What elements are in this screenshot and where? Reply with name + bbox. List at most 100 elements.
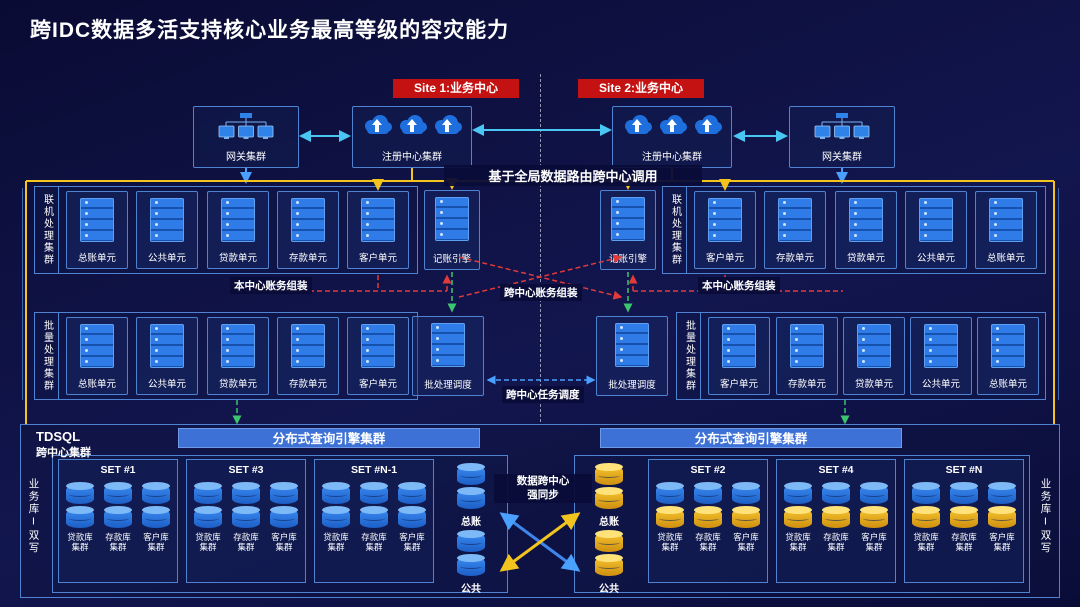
site2-badge: Site 2:业务中心: [578, 79, 704, 98]
database-icon: [595, 487, 623, 509]
server-icon: [150, 198, 184, 242]
database-icon: [694, 482, 722, 504]
database-icon: [66, 482, 94, 504]
left-bracket-line: [22, 188, 23, 400]
database-icon: [457, 554, 485, 576]
dual-write-right-label: 业务库I双写: [1039, 478, 1052, 555]
database-icon: [988, 506, 1016, 528]
accounting-engine-left: 记账引擎: [424, 190, 480, 270]
server-icon: [991, 324, 1025, 368]
server-icon: [924, 324, 958, 368]
database-icon: [104, 482, 132, 504]
database-icon: [142, 482, 170, 504]
gateway-cluster-right: 网关集群: [789, 106, 895, 168]
unit-customer: 客户单元: [694, 191, 756, 269]
server-icon: [431, 323, 465, 367]
database-icon: [950, 482, 978, 504]
set-box-n1: SET #N-1 贷款库集群 存款库集群 客户库集群: [314, 459, 434, 583]
unit-ledger: 总账单元: [977, 317, 1039, 395]
database-icon: [988, 482, 1016, 504]
unit-ledger: 总账单元: [66, 317, 128, 395]
database-icon: [694, 506, 722, 528]
database-icon: [950, 506, 978, 528]
server-icon: [291, 324, 325, 368]
server-icon: [361, 198, 395, 242]
unit-loan: 贷款单元: [843, 317, 905, 395]
database-icon: [270, 506, 298, 528]
unit-public: 公共单元: [905, 191, 967, 269]
database-icon: [912, 482, 940, 504]
local-assembly-label-left: 本中心账务组装: [230, 277, 312, 294]
cloud-upload-icon: [625, 115, 652, 134]
database-icon: [656, 482, 684, 504]
unit-public: 公共单元: [136, 317, 198, 395]
cloud-upload-icon: [435, 115, 462, 134]
cloud-icon-row: [621, 112, 723, 138]
set-box-3: SET #3 贷款库集群 存款库集群 客户库集群: [186, 459, 306, 583]
accounting-engine-right: 记账引擎: [600, 190, 656, 270]
strong-sync-label: 数据跨中心 强同步: [494, 474, 592, 504]
database-icon: [595, 463, 623, 485]
cloud-upload-icon: [365, 115, 392, 134]
server-icon: [611, 197, 645, 241]
database-icon: [322, 482, 350, 504]
registry-cluster-right-label: 注册中心集群: [642, 152, 702, 163]
server-icon: [919, 198, 953, 242]
database-icon: [822, 482, 850, 504]
distributed-query-engine-left: 分布式查询引擎集群: [178, 428, 480, 448]
cross-task-label: 跨中心任务调度: [502, 386, 584, 403]
gateway-cluster-left: 网关集群: [193, 106, 299, 168]
ledger-public-column-left: 总账 公共: [440, 461, 502, 595]
server-icon: [221, 198, 255, 242]
unit-deposit: 存款单元: [277, 191, 339, 269]
database-icon: [457, 487, 485, 509]
unit-deposit: 存款单元: [776, 317, 838, 395]
batch-scheduler-right: 批处理调度: [596, 316, 668, 396]
database-icon: [142, 506, 170, 528]
tdsql-title: TDSQL 跨中心集群: [36, 429, 91, 459]
database-icon: [360, 482, 388, 504]
network-gateway-icon: [814, 113, 870, 139]
ledger-public-column-right: 总账 公共: [578, 461, 640, 595]
database-icon: [232, 506, 260, 528]
server-icon: [722, 324, 756, 368]
database-icon: [398, 506, 426, 528]
unit-ledger: 总账单元: [975, 191, 1037, 269]
database-icon: [732, 482, 760, 504]
database-icon: [270, 482, 298, 504]
server-icon: [615, 323, 649, 367]
set-box-n: SET #N 贷款库集群 存款库集群 客户库集群: [904, 459, 1024, 583]
database-icon: [656, 506, 684, 528]
cross-assembly-label: 跨中心账务组装: [500, 284, 582, 301]
unit-deposit: 存款单元: [764, 191, 826, 269]
server-icon: [857, 324, 891, 368]
unit-loan: 贷款单元: [207, 191, 269, 269]
global-routing-banner: 基于全局数据路由跨中心调用: [444, 165, 702, 186]
server-icon: [708, 198, 742, 242]
server-icon: [849, 198, 883, 242]
database-icon: [457, 530, 485, 552]
database-icon: [194, 506, 222, 528]
database-icon: [784, 506, 812, 528]
batch-cluster-right-label: 批量处理集群: [677, 313, 701, 399]
server-icon: [989, 198, 1023, 242]
right-bracket-line: [1058, 188, 1059, 400]
database-icon: [398, 482, 426, 504]
unit-ledger: 总账单元: [66, 191, 128, 269]
database-icon: [457, 463, 485, 485]
page-title: 跨IDC数据多活支持核心业务最高等级的容灾能力: [30, 19, 510, 42]
unit-loan: 贷款单元: [835, 191, 897, 269]
database-icon: [322, 506, 350, 528]
unit-deposit: 存款单元: [277, 317, 339, 395]
database-icon: [912, 506, 940, 528]
server-icon: [790, 324, 824, 368]
database-icon: [232, 482, 260, 504]
database-icon: [595, 554, 623, 576]
distributed-query-engine-right: 分布式查询引擎集群: [600, 428, 902, 448]
database-icon: [595, 530, 623, 552]
unit-customer: 客户单元: [708, 317, 770, 395]
server-icon: [80, 324, 114, 368]
gateway-cluster-right-label: 网关集群: [822, 152, 862, 163]
unit-customer: 客户单元: [347, 191, 409, 269]
